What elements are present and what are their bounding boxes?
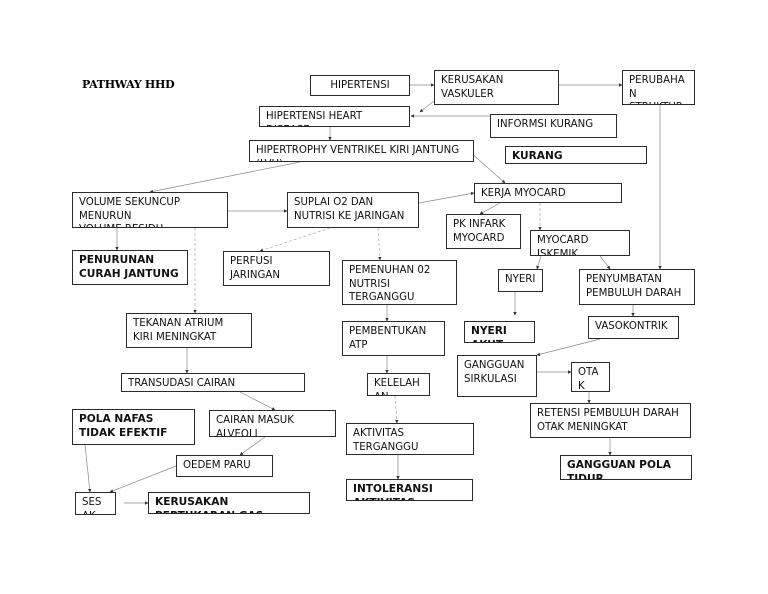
node-myocard-iskemik: MYOCARD ISKEMIK xyxy=(530,230,630,256)
node-perfusi-jaringan: PERFUSI JARINGAN xyxy=(223,251,330,286)
connector-kerusakan-to-hhd xyxy=(419,100,435,113)
node-pola-nafas: POLA NAFAS TIDAK EFEKTIF xyxy=(72,409,195,445)
connector-transudasi-to-cairan xyxy=(239,391,276,411)
node-pk-infark: PK INFARK MYOCARD xyxy=(446,214,521,249)
node-intoleransi: INTOLERANSI AKTIVITAS xyxy=(346,479,473,501)
connector-kelelahan-to-aktivitas xyxy=(394,395,399,424)
connector-cairan-to-oedem xyxy=(239,436,266,456)
node-hipertensi: HIPERTENSI xyxy=(310,75,410,96)
node-sesak: SES AK xyxy=(75,492,116,515)
diagram-title: PATHWAY HHD xyxy=(82,78,175,91)
node-pemenuhan-o2: PEMENUHAN 02 NUTRISI TERGANGGU xyxy=(342,260,457,305)
node-penyumbatan: PENYUMBATAN PEMBULUH DARAH xyxy=(579,269,695,305)
connector-hipertrophy-to-volume xyxy=(149,161,301,194)
connector-kerja-to-pk xyxy=(479,202,501,215)
node-aktivitas-terganggu: AKTIVITAS TERGANGGU xyxy=(346,423,474,455)
connector-vasokontriksi-to-gangguan xyxy=(536,338,601,356)
node-tekanan-atrium: TEKANAN ATRIUM KIRI MENINGKAT xyxy=(126,313,252,348)
node-kurang: KURANG xyxy=(505,146,647,164)
connector-hipertrophy-to-kerja xyxy=(469,151,506,184)
node-gangguan-pola-tidur: GANGGUAN POLA TIDUR xyxy=(560,455,692,480)
node-nyeri: NYERI xyxy=(498,269,543,292)
node-kerja-myocard: KERJA MYOCARD xyxy=(474,183,622,203)
node-hipertensi-heart-disease: HIPERTENSI HEART DISEASE xyxy=(259,106,410,127)
node-nyeri-akut: NYERI AKUT xyxy=(464,321,535,343)
node-hipertrophy: HIPERTROPHY VENTRIKEL KIRI JANTUNG (LVH) xyxy=(249,140,474,162)
connector-polanafas-to-sesak xyxy=(84,444,92,493)
node-retensi: RETENSI PEMBULUH DARAH OTAK MENINGKAT xyxy=(530,403,691,438)
connector-oedem-to-sesak xyxy=(109,465,177,493)
node-transudasi-cairan: TRANSUDASI CAIRAN xyxy=(121,373,305,392)
node-vasokontriksi: VASOKONTRIK xyxy=(588,316,679,339)
node-penurunan-curah-jantung: PENURUNAN CURAH JANTUNG xyxy=(72,250,188,285)
connector-iskemik-to-penyumbatan xyxy=(599,255,611,270)
node-gangguan-sirkulasi: GANGGUAN SIRKULASI xyxy=(457,355,537,397)
connector-suplai-to-perfusi xyxy=(259,227,331,252)
node-kelelahan: KELELAH AN xyxy=(367,373,430,396)
node-otak: OTA K xyxy=(571,362,610,392)
node-kerusakan-vaskuler: KERUSAKAN VASKULER xyxy=(434,70,559,105)
node-informasi-kurang: INFORMSI KURANG xyxy=(490,114,617,138)
node-kerusakan-pertukaran-gas: KERUSAKAN PERTUKARAN GAS xyxy=(148,492,310,514)
node-pembentukan-atp: PEMBENTUKAN ATP xyxy=(342,321,445,356)
node-oedem-paru: OEDEM PARU xyxy=(176,455,273,477)
node-cairan-alveoli: CAIRAN MASUK ALVEOLI xyxy=(209,410,336,437)
node-volume-sekuncup: VOLUME SEKUNCUP MENURUN VOLUME RESIDU xyxy=(72,192,228,228)
connector-iskemik-to-nyeri xyxy=(536,255,542,270)
connector-suplai-to-pemenuhan xyxy=(377,227,382,261)
connector-suplai-to-kerja xyxy=(418,191,475,204)
node-suplai-o2: SUPLAI O2 DAN NUTRISI KE JARINGAN xyxy=(287,192,419,228)
node-perubahan-struktur: PERUBAHA N STRUKTUR xyxy=(622,70,695,105)
